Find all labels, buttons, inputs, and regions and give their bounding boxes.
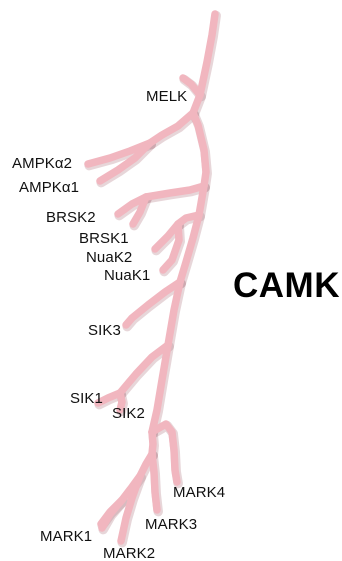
leaf-label-mark4: MARK4	[173, 484, 225, 502]
leaf-label-sik2: SIK2	[112, 405, 145, 423]
leaf-label-mark1: MARK1	[40, 528, 92, 546]
leaf-label-nuak2: NuaK2	[86, 249, 132, 267]
leaf-label-mark2: MARK2	[103, 545, 155, 561]
trunk-upper	[193, 113, 206, 186]
leaf-label-ampka2: AMPKα2	[12, 155, 72, 173]
leaf-label-sik1: SIK1	[70, 390, 103, 408]
leaf-label-mark3: MARK3	[145, 516, 197, 534]
family-title: CAMK	[233, 266, 340, 306]
branch-ampk	[150, 113, 193, 143]
leaf-label-melk: MELK	[146, 88, 187, 106]
leaf-label-brsk2: BRSK2	[46, 209, 96, 227]
leaf-label-ampka1: AMPKα1	[19, 179, 79, 197]
branch-mark3	[152, 454, 157, 510]
leaf-label-sik3: SIK3	[88, 322, 121, 340]
leaf-label-nuak1: NuaK1	[104, 267, 150, 285]
leaf-label-brsk1: BRSK1	[79, 230, 129, 248]
